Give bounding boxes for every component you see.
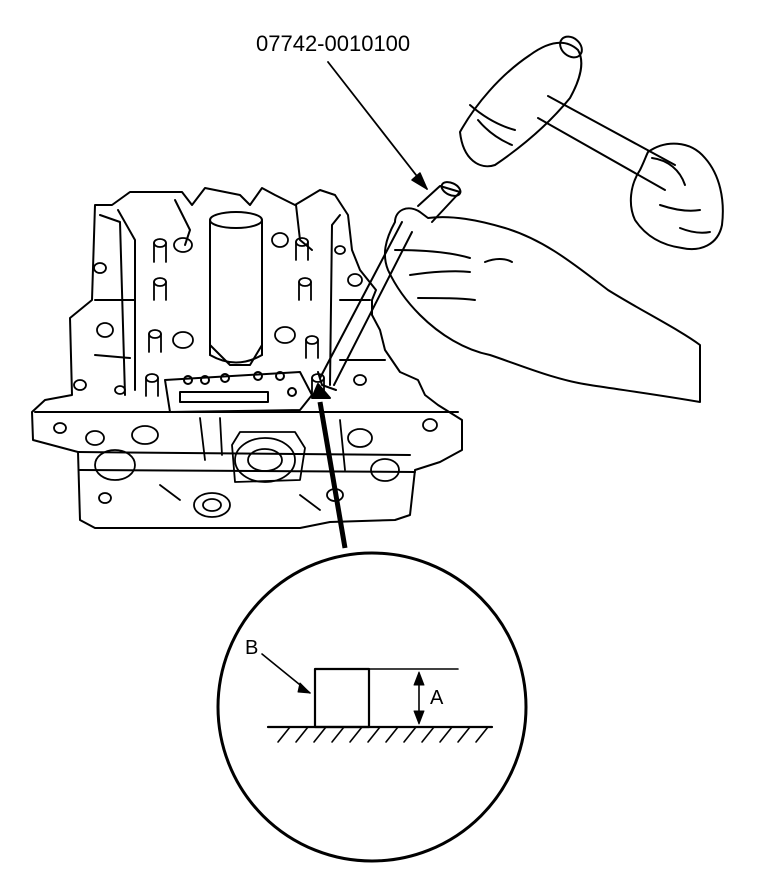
seal-section xyxy=(313,667,371,729)
valve-springs xyxy=(145,237,325,397)
base-hatching xyxy=(277,726,489,743)
hand-holding-driver xyxy=(317,181,701,403)
tool-number-label: 07742-0010100 xyxy=(256,31,411,56)
head-holes xyxy=(73,232,367,395)
head-front-face xyxy=(53,417,438,518)
hammer-illustration xyxy=(459,35,724,250)
detail-view xyxy=(216,551,528,863)
point-b-label: B xyxy=(245,637,259,659)
dimension-a-label: A xyxy=(430,687,444,709)
detail-pointer-arrow xyxy=(311,383,348,549)
cylinder-head-illustration xyxy=(31,187,463,529)
tool-leader-line xyxy=(327,61,428,190)
